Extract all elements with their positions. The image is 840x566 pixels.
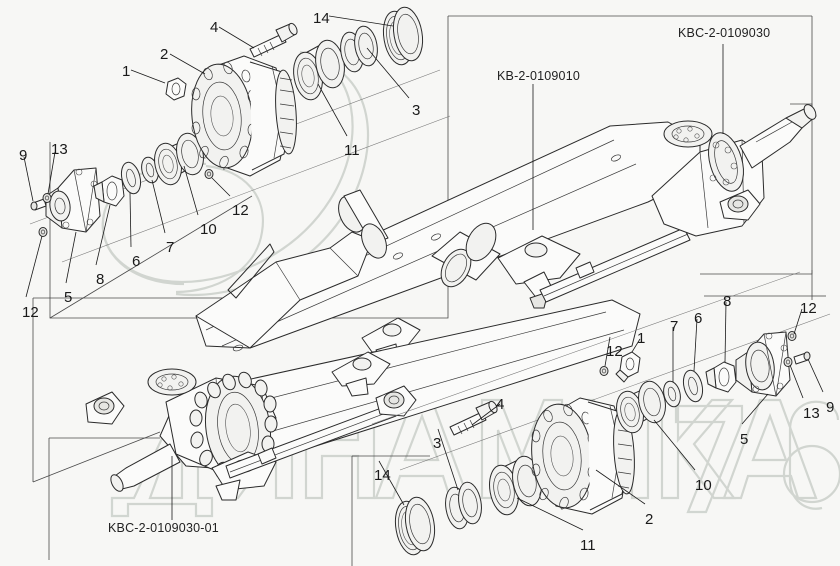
callout-number-5: 5 xyxy=(64,289,73,306)
part-3-seal-ring-lower xyxy=(445,481,482,530)
exploded-hub-upper xyxy=(29,6,451,263)
callout-number-6: 6 xyxy=(694,310,703,327)
part-11-bearing-upper xyxy=(293,39,345,101)
part-7-spacer-ring-lower xyxy=(663,380,681,408)
part-label-kbc-2-0109030-01: KBC-2-0109030-01 xyxy=(108,521,219,535)
callout-number-9: 9 xyxy=(19,147,28,164)
callout-number-7: 7 xyxy=(166,239,175,256)
exploded-hub-lower xyxy=(371,271,831,556)
callout-number-9: 9 xyxy=(826,399,835,416)
part-13-washer-upper xyxy=(42,193,52,203)
part-9-bolt-upper xyxy=(30,198,47,211)
callout-number-11: 11 xyxy=(580,537,596,554)
callout-number-13: 13 xyxy=(51,141,68,158)
part-5-flange-housing-lower xyxy=(735,331,791,397)
part-8-hex-nut-upper xyxy=(93,175,125,207)
callout-number-1: 1 xyxy=(637,330,646,347)
part-3-seal-ring-upper xyxy=(340,25,378,73)
callout-number-12: 12 xyxy=(232,202,249,219)
part-10-bearing-lower xyxy=(616,380,666,434)
part-12-washer-upper-right xyxy=(204,169,214,179)
callout-number-4: 4 xyxy=(496,396,505,413)
callout-number-11: 11 xyxy=(344,142,360,159)
part-12-washer-upper-left xyxy=(38,227,48,237)
callout-number-8: 8 xyxy=(96,271,105,288)
part-13-washer-lower xyxy=(783,357,793,367)
callout-number-5: 5 xyxy=(740,431,749,448)
part-14-oil-seal-lower xyxy=(394,496,436,556)
axle-beam-lower xyxy=(85,299,641,501)
callout-number-3: 3 xyxy=(412,102,421,119)
callout-number-2: 2 xyxy=(160,46,169,63)
callout-number-14: 14 xyxy=(313,10,330,27)
part-6-washer-lower xyxy=(682,369,704,403)
callout-number-1: 1 xyxy=(122,63,131,80)
part-12-washer-lower-right xyxy=(787,331,797,341)
callout-number-10: 10 xyxy=(200,221,217,238)
part-10-bearing-upper xyxy=(154,132,204,186)
callout-number-8: 8 xyxy=(723,293,732,310)
callout-number-6: 6 xyxy=(132,253,141,270)
callout-number-13: 13 xyxy=(803,405,820,422)
callout-number-10: 10 xyxy=(695,477,712,494)
part-4-stud-bolt-lower xyxy=(449,400,498,436)
part-2-wheel-hub-lower xyxy=(531,397,635,515)
part-5-flange-housing-upper xyxy=(45,167,101,233)
axle-beam-upper xyxy=(195,104,817,363)
part-label-kbc-2-0109030: KBC-2-0109030 xyxy=(678,26,771,40)
callout-number-12: 12 xyxy=(800,300,817,317)
projection-frames xyxy=(32,15,826,566)
callout-number-4: 4 xyxy=(210,19,219,36)
part-label-kb-2-0109010: KB-2-0109010 xyxy=(497,69,581,83)
callout-number-7: 7 xyxy=(670,318,679,335)
callout-number-14: 14 xyxy=(374,467,391,484)
callout-number-12: 12 xyxy=(606,343,623,360)
callout-number-3: 3 xyxy=(433,435,442,452)
part-12-washer-lower-left xyxy=(599,366,609,376)
part-8-hex-nut-lower xyxy=(705,361,737,393)
part-6-washer-upper xyxy=(120,161,142,195)
part-14-oil-seal-upper xyxy=(382,6,424,66)
callout-number-2: 2 xyxy=(645,511,654,528)
part-2-wheel-hub-upper xyxy=(191,55,297,177)
leader-lines xyxy=(23,15,824,531)
callout-number-12: 12 xyxy=(22,304,39,321)
part-4-stud-bolt-upper xyxy=(249,22,298,58)
part-9-bolt-lower xyxy=(793,351,811,365)
part-1-nut-upper xyxy=(165,77,187,101)
